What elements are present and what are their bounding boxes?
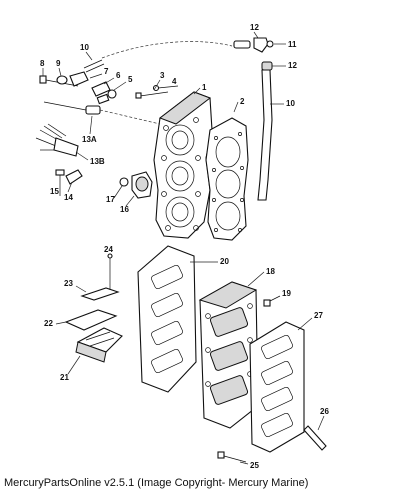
- callout-15: 15: [50, 187, 59, 196]
- callout-labels: 1 2 3 4 5 6 7 8 9 10 10 11 12 12 13A 13B…: [40, 23, 329, 470]
- copyright-footer: MercuryPartsOnline v2.5.1 (Image Copyrig…: [4, 477, 308, 489]
- switch-harness[interactable]: [35, 123, 79, 157]
- app-name: MercuryPartsOnline v2.5.1: [4, 477, 135, 489]
- callout-13a: 13A: [82, 135, 97, 144]
- callout-6: 6: [116, 71, 121, 80]
- small-fittings-5-9[interactable]: [39, 71, 117, 105]
- screws-3-4[interactable]: [135, 84, 179, 99]
- screw-25[interactable]: [217, 451, 247, 463]
- hose-fittings[interactable]: [233, 37, 274, 71]
- callout-19: 19: [282, 289, 291, 298]
- callout-13b: 13B: [90, 157, 105, 166]
- callout-1: 1: [202, 83, 207, 92]
- callout-16: 16: [120, 205, 129, 214]
- callout-26: 26: [320, 407, 329, 416]
- callout-10-top: 10: [80, 43, 89, 52]
- copyright-notice: (Image Copyright- Mercury Marine): [137, 477, 309, 489]
- callout-17: 17: [106, 195, 115, 204]
- housing-gasket[interactable]: [249, 321, 305, 453]
- callout-23: 23: [64, 279, 73, 288]
- callout-7: 7: [104, 67, 109, 76]
- callout-5: 5: [128, 75, 133, 84]
- callout-25: 25: [250, 461, 259, 470]
- callout-10-right: 10: [286, 99, 295, 108]
- reed-block-stack[interactable]: [64, 253, 123, 363]
- callout-24: 24: [104, 245, 113, 254]
- callout-4: 4: [172, 77, 177, 86]
- callout-22: 22: [44, 319, 53, 328]
- cylinder-head[interactable]: [153, 91, 213, 239]
- callout-12-right: 12: [288, 61, 297, 70]
- callout-27: 27: [314, 311, 323, 320]
- callout-18: 18: [266, 267, 275, 276]
- temperature-sensor[interactable]: [43, 101, 161, 125]
- water-hose[interactable]: [83, 41, 273, 201]
- callout-12-top: 12: [250, 23, 259, 32]
- head-gasket[interactable]: [205, 117, 249, 241]
- reed-block-housing[interactable]: [198, 281, 259, 429]
- callout-20: 20: [220, 257, 229, 266]
- screw-clip-14-15[interactable]: [55, 169, 83, 196]
- screw-19[interactable]: [263, 295, 281, 307]
- callout-14: 14: [64, 193, 73, 202]
- callout-8: 8: [40, 59, 45, 68]
- callout-2: 2: [240, 97, 245, 106]
- callout-21: 21: [60, 373, 69, 382]
- callout-11: 11: [288, 40, 297, 49]
- plate-gasket[interactable]: [137, 245, 197, 393]
- callout-9: 9: [56, 59, 61, 68]
- callout-3: 3: [160, 71, 165, 80]
- bolt-26[interactable]: [303, 425, 327, 451]
- thermostat-cover[interactable]: [119, 171, 153, 199]
